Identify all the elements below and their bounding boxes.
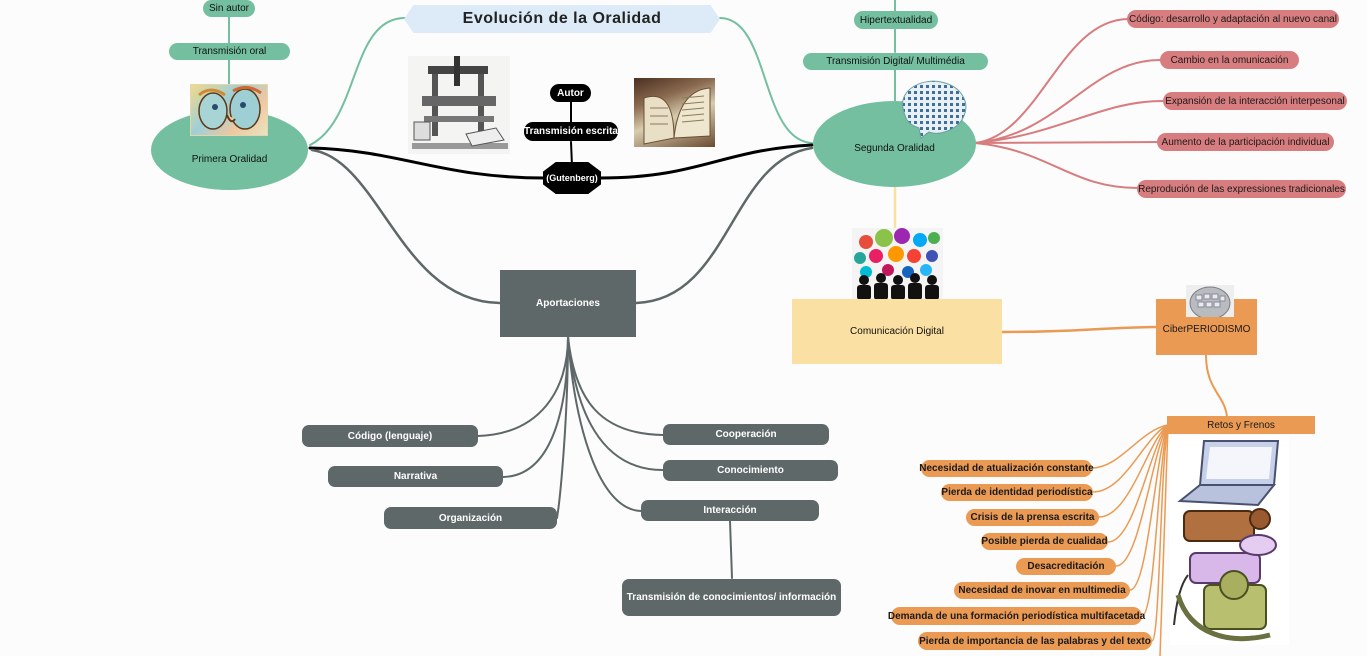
link-ap-interaccion	[567, 336, 642, 512]
link-ciber-retos	[1205, 354, 1228, 418]
feature-aumento[interactable]: Aumento de la participación individual	[1157, 133, 1334, 151]
reto-actualizacion[interactable]: Necesidad de atualización constante	[919, 460, 1094, 477]
link-title-segunda	[719, 17, 813, 144]
node-gutenberg[interactable]: (Gutenberg)	[543, 162, 601, 194]
keyboard-globe-image	[1186, 285, 1234, 317]
primera-oralidad-label: Primera Oralidad	[191, 153, 268, 165]
media-devices-image	[1170, 435, 1289, 645]
link-ap-organizacion	[556, 336, 569, 519]
node-aportaciones[interactable]: Aportaciones	[500, 270, 636, 337]
printing-press-image	[408, 56, 510, 154]
link-comunicacion-ciber	[1000, 325, 1158, 334]
whispering-faces-image	[190, 84, 268, 136]
link-seg-f5	[974, 142, 1139, 189]
aportacion-interaccion[interactable]: Interacción	[641, 500, 819, 521]
reto-multimedia[interactable]: Necesidad de inovar en multimedia	[954, 582, 1130, 599]
node-autor[interactable]: Autor	[550, 84, 591, 102]
reto-identidad[interactable]: Pierda de identidad periodística	[941, 484, 1093, 501]
link-title-primera	[309, 17, 406, 146]
link-retos-r3	[1098, 424, 1169, 518]
link-retos-r6	[1129, 424, 1169, 591]
link-retos-r4	[1107, 424, 1169, 543]
segunda-oralidad-label: Segunda Oralidad	[854, 142, 935, 154]
feature-expansion[interactable]: Expansión de la interacción interpesonal	[1163, 92, 1347, 110]
link-interaccion-transmision	[729, 520, 733, 579]
link-aportaciones-segunda	[634, 146, 814, 305]
link-retos-r1	[1091, 424, 1169, 469]
node-transmision-digital[interactable]: Transmisión Digital/ Multimédia	[803, 53, 988, 70]
aportacion-organizacion[interactable]: Organización	[384, 507, 557, 529]
feature-reproducion[interactable]: Reprodución de las expressiones tradicio…	[1137, 180, 1346, 198]
link-ap-narrativa	[502, 336, 569, 478]
link-retos-down	[1159, 424, 1169, 656]
node-sin-autor[interactable]: Sin autor	[203, 0, 255, 17]
aportacion-narrativa[interactable]: Narrativa	[328, 466, 503, 487]
reto-crisis-prensa[interactable]: Crisis de la prensa escrita	[966, 509, 1099, 526]
aportacion-cooperacion[interactable]: Cooperación	[663, 424, 829, 445]
link-retos-r7	[1141, 424, 1169, 617]
node-hipertextualidad[interactable]: Hipertextualidad	[854, 11, 938, 29]
node-transmision-oral[interactable]: Transmisión oral	[169, 43, 290, 60]
node-comunicacion-digital[interactable]: Comunicación Digital	[792, 299, 1002, 364]
icon-cloud-head-image	[895, 78, 971, 140]
aportacion-conocimiento[interactable]: Conocimiento	[663, 460, 838, 481]
feature-cambio[interactable]: Cambio en la omunicación	[1160, 51, 1299, 69]
reto-palabras-texto[interactable]: Pierda de importancia de las palabras y …	[918, 632, 1152, 650]
link-gutenberg-segunda	[598, 143, 814, 180]
node-segunda-oralidad[interactable]: Segunda Oralidad	[813, 101, 976, 187]
link-seg-f1	[974, 18, 1129, 144]
node-transmision-escrita[interactable]: Transmisión escrita	[524, 122, 618, 141]
link-primera-aportaciones	[310, 148, 502, 305]
old-book-image	[634, 78, 715, 147]
link-retos-r8	[1151, 424, 1169, 642]
link-ap-cooperacion	[567, 336, 664, 436]
node-transmision-conocimientos[interactable]: Transmisión de conocimientos/ informació…	[622, 579, 841, 616]
social-media-crowd-image	[852, 228, 943, 300]
link-retos-r2	[1092, 424, 1169, 493]
reto-cualidad[interactable]: Posible pierda de cualidad	[981, 533, 1108, 550]
link-ap-conocimiento	[567, 336, 664, 471]
feature-codigo[interactable]: Código: desarrollo y adaptación al nuevo…	[1127, 10, 1339, 28]
link-seg-f2	[974, 59, 1161, 144]
link-seg-f3	[974, 100, 1164, 144]
link-seg-f4	[974, 141, 1159, 144]
reto-formacion[interactable]: Demanda de una formación periodística mu…	[888, 607, 1145, 625]
node-retos-frenos[interactable]: Retos y Frenos	[1167, 416, 1315, 434]
reto-desacreditacion[interactable]: Desacreditación	[1016, 558, 1116, 575]
link-ap-codigo	[477, 336, 569, 437]
link-primera-gutenberg	[308, 146, 547, 180]
link-retos-r5	[1115, 424, 1169, 567]
aportacion-codigo[interactable]: Código (lenguaje)	[302, 425, 478, 447]
central-title[interactable]: Evolución de la Oralidad	[404, 5, 720, 33]
